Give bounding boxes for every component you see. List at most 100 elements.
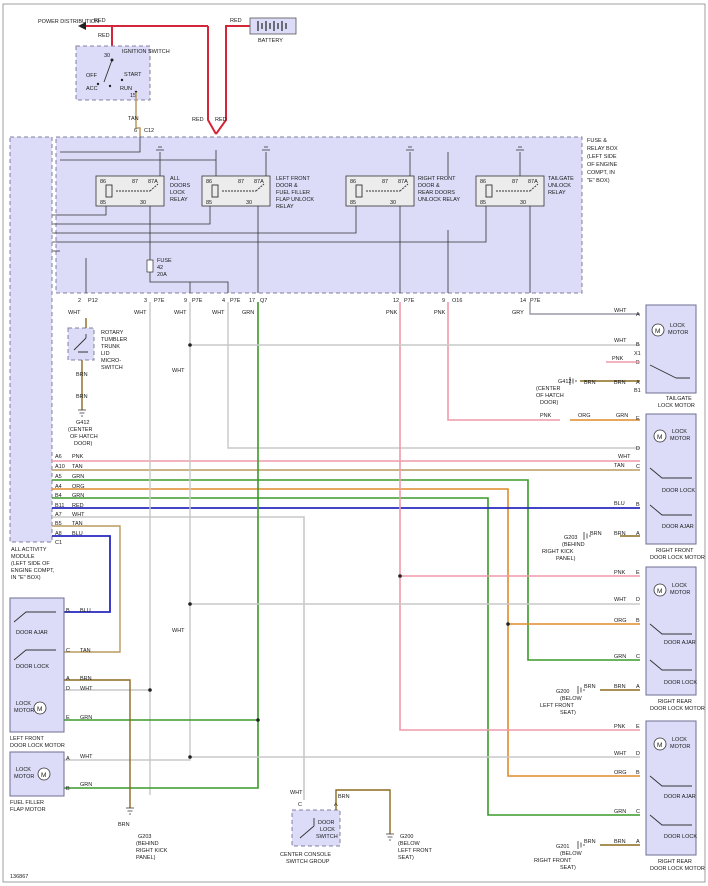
svg-text:M: M	[657, 742, 662, 749]
svg-text:PNK: PNK	[72, 454, 84, 460]
svg-text:D: D	[66, 686, 70, 692]
svg-text:DOOR LOCK MOTOR: DOOR LOCK MOTOR	[650, 555, 705, 561]
svg-text:B: B	[636, 360, 640, 366]
svg-text:LOCK: LOCK	[170, 190, 185, 196]
svg-text:FUEL FILLER: FUEL FILLER	[10, 800, 44, 806]
svg-text:DOOR &: DOOR &	[276, 183, 298, 189]
svg-text:ROTARY: ROTARY	[101, 330, 124, 336]
svg-text:LOCK: LOCK	[672, 583, 687, 589]
svg-text:87: 87	[238, 179, 244, 185]
svg-text:X1: X1	[634, 351, 641, 357]
svg-text:OF HATCH: OF HATCH	[536, 393, 564, 399]
ground-symbol-icon	[386, 833, 394, 841]
svg-text:UNLOCK RELAY: UNLOCK RELAY	[418, 197, 460, 203]
svg-text:BRN: BRN	[76, 372, 88, 378]
svg-text:GRN: GRN	[614, 809, 626, 815]
svg-text:E: E	[636, 416, 640, 422]
svg-text:PNK: PNK	[614, 724, 626, 730]
svg-text:87: 87	[132, 179, 138, 185]
svg-text:MOTOR: MOTOR	[670, 590, 690, 596]
fuse-relay-box: FUSE & RELAY BOX (LEFT SIDE OF ENGINE CO…	[36, 136, 618, 316]
svg-text:(CENTER: (CENTER	[68, 427, 92, 433]
svg-text:BRN: BRN	[584, 380, 596, 386]
svg-text:A: A	[636, 839, 640, 845]
motor-icon	[653, 429, 667, 443]
switch-icon	[649, 623, 692, 635]
relay-tailgate-unlock: 86 87 87A 85 30 TAILGATE UNLOCK RELAY	[475, 175, 574, 207]
right-front-door-lock-motor: M LOCK MOTOR DOOR LOCK DOOR AJAR E D C B…	[542, 413, 705, 562]
svg-text:LOCK: LOCK	[16, 767, 31, 773]
svg-text:ORG: ORG	[578, 413, 591, 419]
svg-text:FLAP UNLOCK: FLAP UNLOCK	[276, 197, 314, 203]
svg-text:BRN: BRN	[118, 822, 130, 828]
switch-icon	[649, 504, 692, 516]
svg-text:G203: G203	[138, 834, 151, 840]
diagram-frame	[2, 3, 706, 883]
ground-symbol-icon	[126, 807, 134, 815]
svg-text:SWITCH: SWITCH	[101, 365, 123, 371]
power-distribution-block: POWER DISTRIBUTION RED RED	[38, 18, 113, 46]
relay-coil-icon	[211, 184, 219, 198]
svg-text:A: A	[636, 531, 640, 537]
svg-text:15: 15	[130, 93, 136, 99]
svg-text:C: C	[66, 648, 70, 654]
svg-text:87: 87	[512, 179, 518, 185]
svg-text:PNK: PNK	[540, 413, 552, 419]
svg-text:85: 85	[480, 200, 486, 206]
svg-text:(BELOW: (BELOW	[560, 696, 583, 702]
svg-text:P7E: P7E	[404, 298, 415, 304]
svg-text:DOOR &: DOOR &	[418, 183, 440, 189]
svg-text:M: M	[655, 328, 660, 335]
svg-text:WHT: WHT	[134, 310, 147, 316]
svg-text:DOOR LOCK MOTOR: DOOR LOCK MOTOR	[10, 743, 65, 749]
svg-text:WHT: WHT	[174, 310, 187, 316]
relay-right-front-unlock: 86 87 87A 85 30 RIGHT FRONT DOOR & REAR …	[345, 175, 460, 207]
svg-text:DOOR LOCK MOTOR: DOOR LOCK MOTOR	[650, 706, 705, 712]
svg-text:(CENTER: (CENTER	[536, 386, 560, 392]
svg-text:WHT: WHT	[614, 597, 627, 603]
svg-text:PNK: PNK	[614, 570, 626, 576]
svg-text:BLU: BLU	[72, 531, 83, 537]
left-front-door-lock-motor: DOOR AJAR DOOR LOCK M LOCK MOTOR B C A D…	[9, 597, 93, 749]
svg-text:RELAY BOX: RELAY BOX	[587, 146, 618, 152]
switch-icon	[649, 364, 690, 379]
svg-text:LOCK: LOCK	[672, 429, 687, 435]
svg-text:IN "E" BOX): IN "E" BOX)	[11, 575, 41, 581]
svg-text:DOOR): DOOR)	[74, 441, 93, 447]
ground-symbol-icon	[577, 686, 585, 694]
svg-text:BRN: BRN	[614, 531, 626, 537]
relay-coil-icon	[485, 184, 493, 198]
svg-text:GRN: GRN	[242, 310, 254, 316]
svg-text:42: 42	[157, 265, 163, 271]
svg-text:OF ENGINE: OF ENGINE	[587, 162, 618, 168]
svg-text:12: 12	[393, 298, 399, 304]
svg-text:CENTER CONSOLE: CENTER CONSOLE	[280, 852, 331, 858]
svg-text:WHT: WHT	[614, 338, 627, 344]
relay-left-front-unlock: 86 87 87A 85 30 LEFT FRONT DOOR & FUEL F…	[201, 175, 314, 210]
svg-text:LOCK: LOCK	[16, 701, 31, 707]
svg-text:WHT: WHT	[172, 628, 185, 634]
svg-text:B: B	[636, 342, 640, 348]
svg-text:GRN: GRN	[614, 654, 626, 660]
svg-text:B: B	[636, 770, 640, 776]
svg-text:RIGHT KICK: RIGHT KICK	[136, 848, 168, 854]
svg-text:B1: B1	[634, 388, 641, 394]
svg-text:DOOR AJAR: DOOR AJAR	[662, 524, 694, 530]
junction-dots	[148, 343, 510, 759]
svg-text:B11: B11	[55, 503, 64, 509]
svg-text:DOOR LOCK: DOOR LOCK	[16, 664, 49, 670]
svg-text:MOTOR: MOTOR	[14, 774, 34, 780]
svg-text:(LEFT SIDE OF: (LEFT SIDE OF	[11, 561, 50, 567]
svg-text:C: C	[636, 809, 640, 815]
svg-text:MOTOR: MOTOR	[670, 436, 690, 442]
svg-text:30: 30	[104, 53, 110, 59]
svg-text:87A: 87A	[254, 179, 264, 185]
svg-text:WHT: WHT	[618, 454, 631, 460]
motor-icon	[653, 583, 667, 597]
svg-text:G200: G200	[556, 689, 569, 695]
svg-text:PNK: PNK	[434, 310, 446, 316]
svg-text:DOOR: DOOR	[318, 820, 335, 826]
svg-text:WHT: WHT	[80, 686, 93, 692]
svg-text:GRN: GRN	[80, 715, 92, 721]
